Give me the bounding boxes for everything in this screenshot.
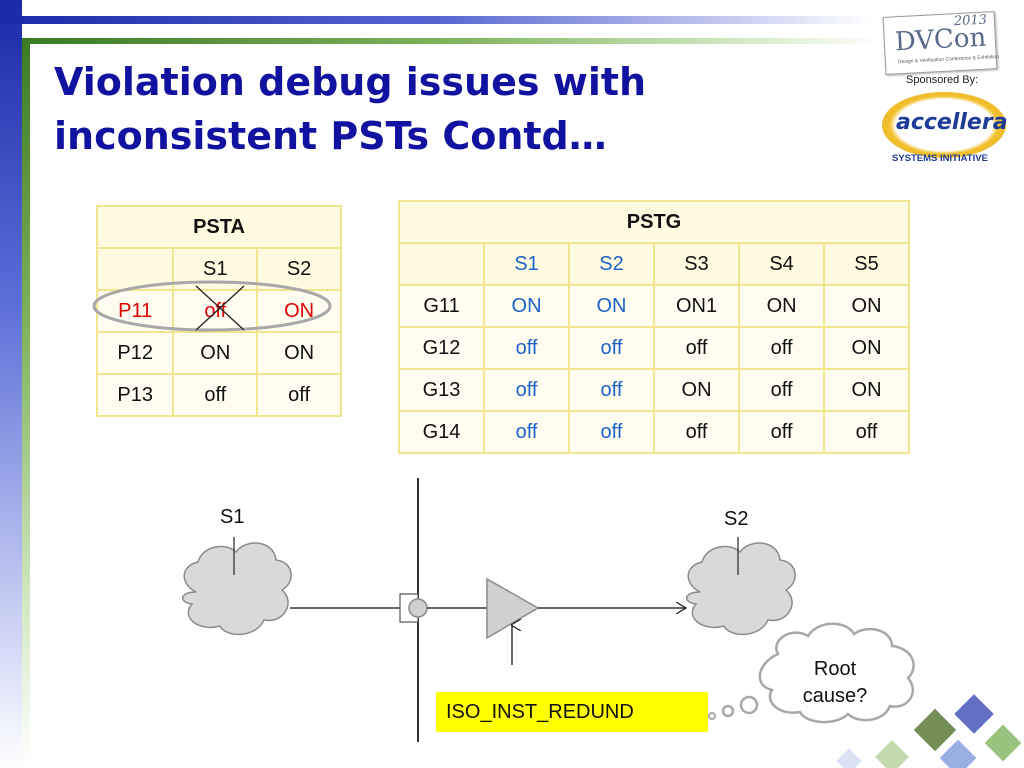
left-accent-bar-green [22, 38, 30, 768]
sponsor-block: DVCon 2013 Design & Verification Confere… [880, 11, 1010, 174]
psta-row-p12: P12 ON ON [95, 331, 342, 375]
iso-port-circle [408, 598, 428, 618]
pstg-cell-s1: off [483, 410, 571, 454]
pstg-cell-name: G11 [397, 284, 486, 328]
top-accent-bar-blue [0, 16, 870, 24]
pstg-cell-s2: ON [568, 284, 655, 328]
pstg-cell-s5: ON [823, 284, 910, 328]
slide-title: Violation debug issues with inconsistent… [54, 55, 774, 163]
psta-header-s2: S2 [256, 247, 342, 291]
thought-bubble-text: Root cause? [770, 656, 900, 710]
pstg-cell-s4: off [738, 326, 826, 370]
thought-bubble [708, 622, 915, 724]
thought-line-2: cause? [802, 685, 868, 707]
iso-cell-label: ISO_INST_REDUND [446, 701, 634, 723]
psta-cell-s2: ON [256, 331, 342, 375]
pstg-cell-s1: ON [483, 284, 571, 328]
pstg-header-s5: S5 [823, 242, 910, 286]
sponsored-by-label: Sponsored By: [906, 74, 979, 86]
left-accent-bar-blue [0, 0, 22, 768]
pstg-cell-name: G13 [397, 368, 486, 412]
pstg-header-s1: S1 [483, 242, 571, 286]
pstg-row-g14: G14 off off off off off [397, 410, 910, 454]
psta-row-p13: P13 off off [95, 373, 342, 417]
pstg-cell-s4: ON [738, 284, 826, 328]
pstg-cell-s3: ON [652, 368, 741, 412]
pstg-cell-s4: off [738, 368, 826, 412]
pstg-header-row: S1 S2 S3 S4 S5 [397, 242, 910, 286]
thought-line-1: Root [813, 658, 857, 680]
s2-cloud [686, 542, 796, 635]
pstg-row-g13: G13 off off ON off ON [397, 368, 910, 412]
accellera-logo: accellera [882, 92, 1008, 158]
p11-highlight-ellipse [92, 280, 332, 332]
psta-cell-name: P13 [95, 373, 175, 417]
psta-cell-s2: off [256, 373, 342, 417]
pstg-cell-s2: off [568, 326, 655, 370]
psta-cell-s1: off [172, 373, 259, 417]
iso-cell-label-box: ISO_INST_REDUND [436, 692, 708, 732]
psta-cell-name: P12 [95, 331, 175, 375]
pstg-cell-s2: off [568, 410, 655, 454]
pstg-cell-s5: off [823, 410, 910, 454]
top-accent-bar-green [22, 38, 882, 44]
p11-cross-line-b [195, 285, 245, 331]
pstg-header-s3: S3 [652, 242, 741, 286]
systems-initiative-label: SYSTEMS INITIATIVE [892, 153, 988, 164]
slide-title-line-2: inconsistent PSTs Contd… [54, 114, 607, 158]
pstg-header-corner [397, 242, 486, 286]
pstg-cell-s3: off [652, 410, 741, 454]
psta-title: PSTA [96, 205, 342, 249]
pstg-title-row: PSTG [398, 200, 910, 244]
accellera-logo-text: accellera [896, 110, 1008, 135]
pstg-row-g11: G11 ON ON ON1 ON ON [397, 284, 910, 328]
psta-cell-s1: off [172, 289, 259, 333]
psta-cell-s1: ON [172, 331, 259, 375]
pstg-cell-s5: ON [823, 326, 910, 370]
pstg-header-s4: S4 [738, 242, 826, 286]
s1-label: S1 [220, 506, 245, 528]
s1-cloud [182, 542, 292, 635]
pstg-table: PSTG S1 S2 S3 S4 S5 G11 ON ON ON1 ON ON … [397, 200, 910, 454]
pstg-cell-s1: off [483, 368, 571, 412]
s2-label: S2 [724, 508, 749, 530]
pstg-header-s2: S2 [568, 242, 655, 286]
pstg-row-g12: G12 off off off off ON [397, 326, 910, 370]
pstg-cell-s2: off [568, 368, 655, 412]
pstg-cell-name: G12 [397, 326, 486, 370]
pstg-title: PSTG [398, 200, 910, 244]
pstg-cell-s5: ON [823, 368, 910, 412]
pstg-cell-s3: ON1 [652, 284, 741, 328]
slide-title-line-1: Violation debug issues with [54, 60, 647, 104]
pstg-cell-s1: off [483, 326, 571, 370]
pstg-cell-s3: off [652, 326, 741, 370]
psta-title-row: PSTA [96, 205, 342, 249]
pstg-cell-s4: off [738, 410, 826, 454]
pstg-cell-name: G14 [397, 410, 486, 454]
